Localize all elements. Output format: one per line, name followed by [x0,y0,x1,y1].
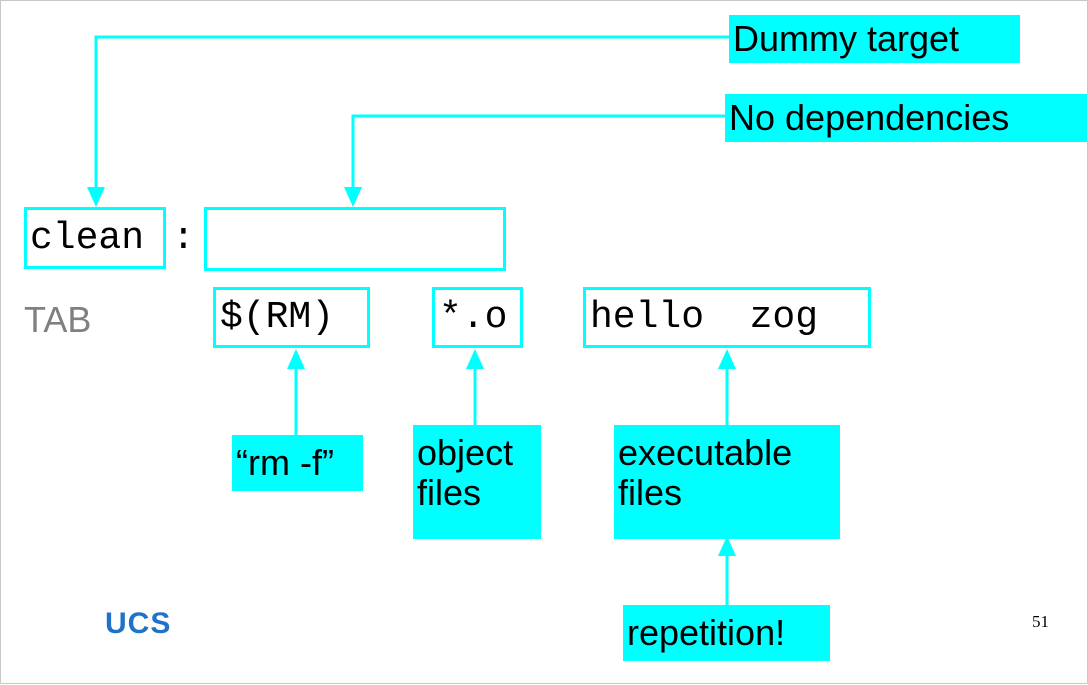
executable-files-label: executable files [614,425,840,539]
arrowhead-up-objects [466,349,484,369]
arrowhead-down-deps [344,187,362,207]
executable-names: hello zog [590,296,819,339]
command-rm: $(RM) [220,296,335,339]
rm-f-label: “rm -f” [232,435,363,491]
ucs-logo: UCS [105,607,172,640]
arrow-dummy-target [94,35,729,191]
clean-target-box [24,207,166,269]
command-box [213,287,370,348]
arrowhead-up-repetition [718,536,736,556]
arrowhead-down-clean [87,187,105,207]
object-pattern: *.o [439,296,508,339]
dummy-target-label: Dummy target [729,15,1020,63]
dependencies-box [204,207,506,271]
target-name: clean [30,217,145,260]
arrowhead-up-rm [287,349,305,369]
no-dependencies-label: No dependencies [725,94,1087,142]
files-box [583,287,871,348]
arrowhead-up-executables [718,349,736,369]
object-files-label: object files [413,425,541,539]
pattern-box [432,287,523,348]
page-number: 51 [1032,612,1049,631]
tab-label: TAB [24,299,92,340]
target-colon: : [172,217,195,260]
repetition-label: repetition! [623,605,830,661]
arrow-no-dependencies [351,114,725,191]
